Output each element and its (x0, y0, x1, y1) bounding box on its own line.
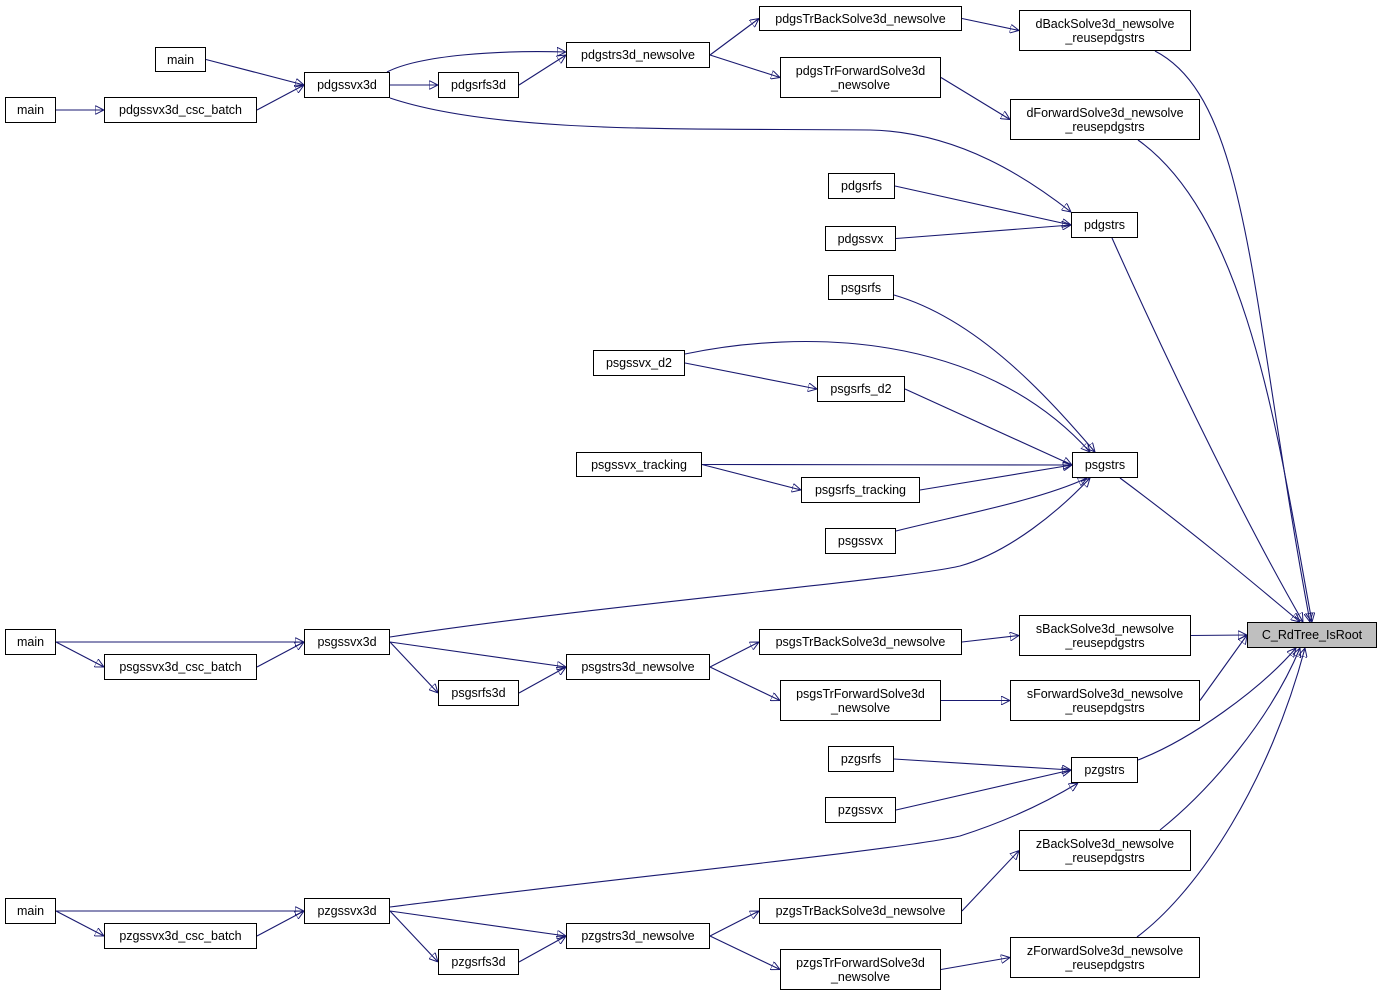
edge-pzgstrs-to-root (1137, 648, 1296, 761)
node-pzgsrfs3d[interactable]: pzgsrfs3d (438, 949, 519, 975)
edge-psgssvx3d-to-psgstrs3d (389, 641, 566, 667)
edge-pzgsrfs3d-to-pzgstrs3d (518, 936, 566, 963)
node-pzgssvx[interactable]: pzgssvx (825, 797, 896, 823)
edge-psgssvx-to-psgstrs (895, 478, 1087, 532)
node-pzgstrs3d[interactable]: pzgstrs3d_newsolve (566, 923, 710, 949)
edge-psgssvx3d-to-psgstrs (389, 478, 1090, 638)
node-psgssvx-d2[interactable]: psgssvx_d2 (593, 350, 685, 376)
node-pdgssvx3dcsc[interactable]: pdgssvx3d_csc_batch (104, 97, 257, 123)
edge-pdgstrs3d-to-pdgstrback (709, 19, 759, 56)
edge-pzgssvx3d-to-pzgstrs (389, 783, 1078, 908)
edge-psgsrfs-to-psgstrs (893, 294, 1095, 452)
node-pzgstrs[interactable]: pzgstrs (1071, 757, 1138, 783)
node-psgssvx3dcsc[interactable]: psgssvx3d_csc_batch (104, 654, 257, 680)
edge-psgsrfs_d2-to-psgstrs (904, 388, 1072, 465)
edge-zback-to-root (1159, 648, 1300, 831)
edge-pdgstrs3d-to-pdgstrfwd (709, 54, 780, 78)
edge-pzgssvx-to-pzgstrs (895, 770, 1071, 811)
edge-pdgstrback-to-dback (961, 17, 1019, 31)
edge-psgssvx_tracking-to-psgsrfs_tracking (701, 463, 801, 491)
edge-pdgsrfs-to-pdgstrs (894, 185, 1071, 225)
node-main3[interactable]: main (5, 629, 56, 655)
node-main1[interactable]: main (155, 47, 206, 72)
node-main2[interactable]: main (5, 97, 56, 123)
node-dfwd[interactable]: dForwardSolve3d_newsolve _reusepdgstrs (1010, 99, 1200, 140)
edge-pzgstrback-to-zback (961, 851, 1019, 912)
edge-psgssvx_d2-to-psgsrfs_d2 (684, 362, 817, 389)
node-sback[interactable]: sBackSolve3d_newsolve _reusepdgstrs (1019, 615, 1191, 656)
edge-pzgstrs3d-to-pzgstrfwd (709, 935, 780, 970)
node-pzgsrfs[interactable]: pzgsrfs (828, 746, 894, 772)
edge-sfwd-to-root (1199, 635, 1247, 701)
node-psgsrfs-d2[interactable]: psgsrfs_d2 (817, 376, 905, 402)
node-zfwd[interactable]: zForwardSolve3d_newsolve _reusepdgstrs (1010, 937, 1200, 978)
edge-psgssvx_tracking-to-psgstrs (701, 465, 1072, 466)
node-main4[interactable]: main (5, 898, 56, 924)
node-pdgstrfwd[interactable]: pdgsTrForwardSolve3d _newsolve (780, 57, 941, 98)
edge-psgsrfs_tracking-to-psgstrs (919, 465, 1072, 491)
edge-dback-to-root (1154, 50, 1310, 622)
node-pzgssvx3dcsc[interactable]: pzgssvx3d_csc_batch (104, 923, 257, 949)
edge-pdgstrs-to-root (1111, 237, 1303, 622)
node-psgssvx3d[interactable]: psgssvx3d (304, 629, 390, 655)
node-pzgstrback[interactable]: pzgsTrBackSolve3d_newsolve (759, 898, 962, 924)
node-pdgstrs3d[interactable]: pdgstrs3d_newsolve (566, 42, 710, 68)
node-psgssvx-tracking[interactable]: psgssvx_tracking (576, 452, 702, 477)
edge-main4-to-pzgssvx3dcsc (55, 910, 104, 936)
edge-pzgsrfs-to-pzgstrs (893, 758, 1071, 770)
edge-pdgsrfs3d-to-pdgstrs3d (518, 55, 566, 86)
node-dback[interactable]: dBackSolve3d_newsolve _reusepdgstrs (1019, 10, 1191, 51)
edge-sback-to-root (1190, 635, 1247, 636)
edge-psgstrs3d-to-psgstrfwd (709, 666, 780, 701)
edge-pdgstrfwd-to-dfwd (940, 77, 1010, 120)
node-psgstrs3d[interactable]: psgstrs3d_newsolve (566, 654, 710, 680)
edge-psgssvx_d2-to-psgstrs (684, 340, 1090, 452)
node-root: C_RdTree_IsRoot (1247, 622, 1377, 648)
edge-psgstrs3d-to-psgstrback (709, 642, 759, 668)
node-psgsrfs[interactable]: psgsrfs (828, 275, 894, 300)
node-pdgssvx[interactable]: pdgssvx (825, 226, 896, 251)
node-pzgssvx3d[interactable]: pzgssvx3d (304, 898, 390, 924)
node-pdgssvx3d[interactable]: pdgssvx3d (304, 72, 390, 98)
edge-main1-to-pdgssvx3d (205, 58, 304, 86)
node-pzgstrfwd[interactable]: pzgsTrForwardSolve3d _newsolve (780, 949, 941, 990)
edge-pdgssvx3d-to-pdgstrs3d (386, 52, 566, 73)
node-pdgstrs[interactable]: pdgstrs (1071, 212, 1138, 238)
edge-pdgssvx-to-pdgstrs (895, 225, 1071, 240)
node-pdgstrback[interactable]: pdgsTrBackSolve3d_newsolve (759, 6, 962, 31)
edge-psgsrfs3d-to-psgstrs3d (518, 667, 566, 694)
node-pdgsrfs3d[interactable]: pdgsrfs3d (438, 72, 519, 98)
node-psgsrfs3d[interactable]: psgsrfs3d (438, 680, 519, 706)
edge-main3-to-psgssvx3dcsc (55, 641, 104, 667)
node-psgsrfs-tracking[interactable]: psgsrfs_tracking (801, 477, 920, 503)
edge-psgssvx3d-to-psgsrfs3d (389, 641, 438, 693)
node-pdgsrfs[interactable]: pdgsrfs (828, 173, 895, 199)
edge-psgstrback-to-sback (961, 636, 1019, 643)
edge-dfwd-to-root (1137, 139, 1312, 622)
edge-pzgstrfwd-to-zfwd (940, 958, 1010, 971)
edge-zfwd-to-root (1136, 648, 1305, 938)
node-sfwd[interactable]: sForwardSolve3d_newsolve _reusepdgstrs (1010, 680, 1200, 721)
node-psgstrback[interactable]: psgsTrBackSolve3d_newsolve (759, 629, 962, 655)
edge-pzgstrs3d-to-pzgstrback (709, 911, 759, 937)
edge-pzgssvx3d-to-pzgstrs3d (389, 910, 566, 936)
node-zback[interactable]: zBackSolve3d_newsolve _reusepdgstrs (1019, 830, 1191, 871)
edge-psgstrs-to-root (1119, 477, 1300, 622)
edge-pdgssvx3dcsc-to-pdgssvx3d (256, 85, 304, 111)
edge-pdgssvx3d-to-pdgstrs (389, 97, 1071, 212)
edge-psgssvx3dcsc-to-psgssvx3d (256, 642, 304, 668)
edge-pzgssvx3d-to-pzgsrfs3d (389, 910, 438, 962)
node-psgssvx[interactable]: psgssvx (825, 528, 896, 554)
node-psgstrs[interactable]: psgstrs (1072, 452, 1138, 478)
edge-pzgssvx3dcsc-to-pzgssvx3d (256, 911, 304, 937)
node-psgstrfwd[interactable]: psgsTrForwardSolve3d _newsolve (780, 680, 941, 721)
